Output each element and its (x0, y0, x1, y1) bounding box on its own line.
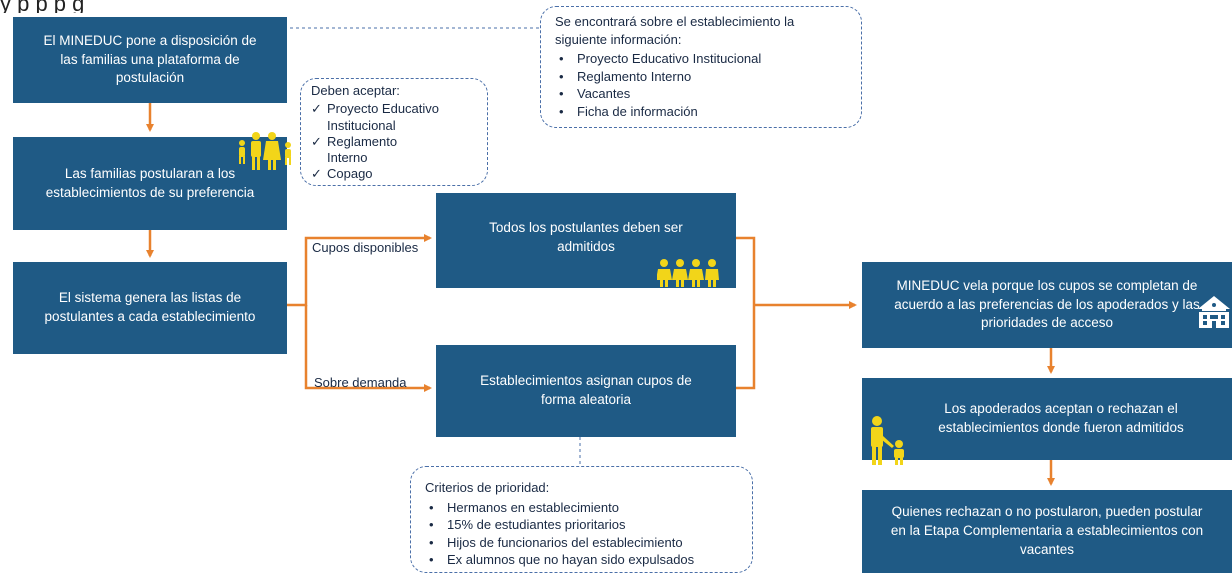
accept-note-title: Deben aceptar: (311, 83, 400, 98)
step-random-box: Establecimientos asignan cupos de forma … (436, 345, 736, 437)
criteria-note-item: Hermanos en establecimiento (425, 499, 738, 517)
info-note-item: Vacantes (555, 85, 847, 103)
step-complementary-box: Quienes rechazan o no postularon, pueden… (862, 490, 1232, 573)
step-mineduc-box: MINEDUC vela porque los cupos se complet… (862, 262, 1232, 348)
info-note-list: Proyecto Educativo Institucional Reglame… (555, 50, 847, 120)
step-apply-text: Las familias postularan a los establecim… (45, 165, 255, 200)
family-icon (239, 132, 291, 170)
step-platform-box: El MINEDUC pone a disposición de las fam… (13, 17, 287, 103)
criteria-note-item: Ex alumnos que no hayan sido expulsados (425, 551, 738, 569)
accept-note-item: Proyecto Educativo Institucional (311, 101, 477, 134)
info-note-item: Reglamento Interno (555, 68, 847, 86)
school-icon (1198, 296, 1230, 328)
edge-label-available: Cupos disponibles (312, 240, 419, 255)
info-note-item: Proyecto Educativo Institucional (555, 50, 847, 68)
accept-note-item: Reglamento Interno (311, 134, 477, 167)
students-icon (657, 259, 719, 287)
criteria-note-title: Criterios de prioridad: (425, 480, 550, 495)
accept-note-list: Proyecto Educativo Institucional Reglame… (311, 101, 477, 183)
step-lists-box: El sistema genera las listas de postulan… (13, 262, 287, 354)
criteria-note-list: Hermanos en establecimiento 15% de estud… (425, 499, 738, 569)
step-complementary-text: Quienes rechazan o no postularon, pueden… (890, 504, 1204, 557)
step-lists-text: El sistema genera las listas de postulan… (44, 290, 256, 324)
step-accept-reject-box: Los apoderados aceptan o rechazan el est… (862, 378, 1232, 460)
arrow-b3-b4 (287, 234, 432, 307)
cropped-header-text: y p p p g (0, 0, 85, 13)
accept-note-item: Copago (311, 166, 477, 183)
step-platform-text: El MINEDUC pone a disposición de las fam… (43, 32, 257, 86)
step-all-admitted-text: Todos los postulantes deben ser admitido… (489, 220, 683, 254)
edge-label-demand: Sobre demanda (314, 375, 407, 390)
info-note: Se encontrará sobre el establecimiento l… (540, 6, 862, 128)
accept-note: Deben aceptar: Proyecto Educativo Instit… (300, 78, 488, 186)
parent-child-icon (871, 416, 904, 465)
arrow-b3-b5 (304, 305, 432, 392)
info-note-title: Se encontrará sobre el establecimiento l… (555, 14, 795, 47)
criteria-note: Criterios de prioridad: Hermanos en esta… (410, 466, 753, 573)
criteria-note-item: 15% de estudiantes prioritarios (425, 516, 738, 534)
merge-bracket (736, 236, 756, 390)
criteria-note-item: Hijos de funcionarios del establecimient… (425, 534, 738, 552)
step-mineduc-text: MINEDUC vela porque los cupos se complet… (894, 277, 1200, 331)
step-all-admitted-box: Todos los postulantes deben ser admitido… (436, 193, 736, 288)
info-note-item: Ficha de información (555, 103, 847, 121)
step-random-text: Establecimientos asignan cupos de forma … (480, 373, 692, 407)
step-accept-reject-text: Los apoderados aceptan o rechazan el est… (938, 401, 1184, 435)
